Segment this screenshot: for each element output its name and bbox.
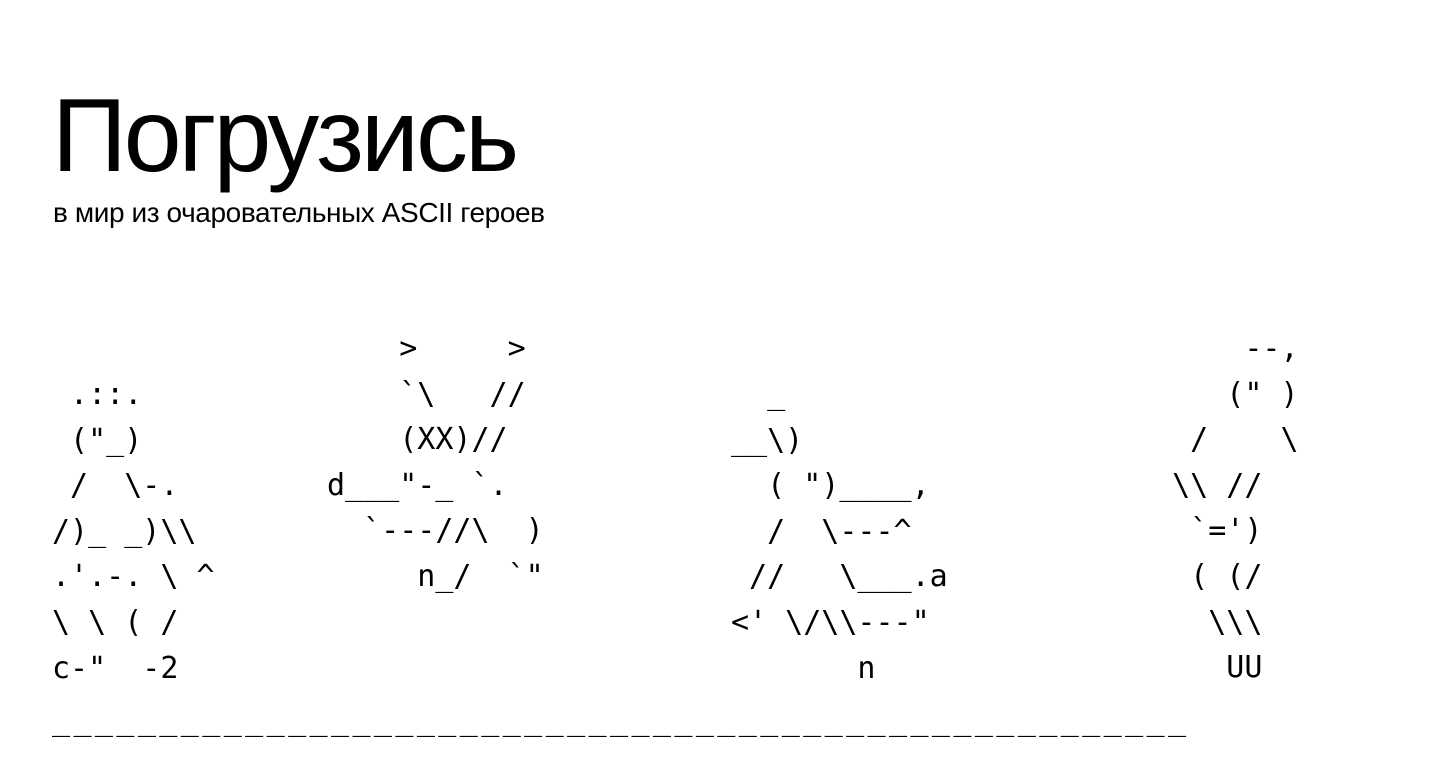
ascii-hero-standing: --, (" ) / \ \\ // `=') ( (/ \\\ UU — [1172, 331, 1299, 686]
ascii-hero-rider: _ __\) ( ")____, / \---^ // \___.a <' \/… — [731, 377, 948, 686]
ascii-hero-winged: > > `\ // (XX)// d___"-_ `. `---//\ ) n_… — [327, 331, 544, 594]
page-title: Погрузись — [52, 78, 519, 194]
page-subtitle: в мир из очаровательных ASCII героев — [53, 197, 545, 228]
ascii-hero-sitting: .::. ("_) / \-. /)_ _)\\ .'.-. \ ^ \ \ (… — [52, 377, 215, 686]
ground-line: ________________________________________… — [52, 703, 1190, 738]
